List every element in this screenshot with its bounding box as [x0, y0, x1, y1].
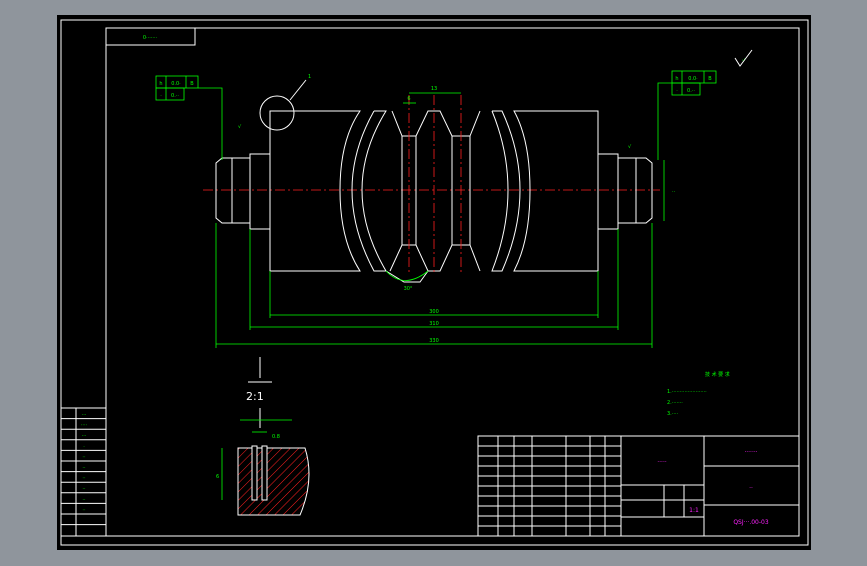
scale-value: 1:1 [689, 507, 699, 514]
svg-text:6: 6 [216, 474, 219, 480]
svg-text:·: · [676, 88, 678, 94]
code-text: 0······· [143, 35, 158, 41]
svg-text:0.0·: 0.0· [688, 76, 698, 82]
left-strip-cell: ··· [82, 433, 87, 439]
svg-text:6: 6 [407, 96, 410, 102]
svg-text:B: B [708, 76, 712, 82]
svg-text:300: 300 [429, 309, 439, 315]
svg-text:0.··: 0.·· [171, 93, 179, 99]
part-name: ····· [657, 459, 667, 466]
left-strip-table: ······················· [60, 407, 107, 537]
left-strip-cell: ··· [82, 412, 87, 418]
left-strip-cell: ·· [82, 476, 86, 482]
left-strip-cell: ·· [82, 465, 86, 471]
left-strip-cell: ·· [82, 454, 86, 460]
sheet-outer-border [60, 19, 809, 546]
svg-text:0.0·: 0.0· [171, 81, 181, 87]
groove-dimensions: 6 13 30° [385, 86, 461, 292]
left-strip-cell: ·· [82, 507, 86, 513]
code-box [105, 27, 196, 46]
groove-section [385, 110, 481, 283]
svg-text:13: 13 [431, 86, 437, 92]
svg-text:0.8: 0.8 [272, 434, 280, 440]
svg-text:·: · [160, 93, 162, 99]
svg-text:2:1: 2:1 [246, 390, 264, 403]
shaft-right-end [597, 153, 653, 230]
svg-text:1: 1 [308, 74, 311, 80]
svg-text:h: h [159, 81, 162, 87]
svg-text:330: 330 [429, 338, 439, 344]
svg-text:技 术 要 求: 技 术 要 求 [705, 371, 730, 378]
detail-view: 2:1 0.8 6 [216, 357, 310, 516]
svg-text:0.··: 0.·· [687, 88, 695, 94]
svg-text:30°: 30° [404, 286, 413, 292]
svg-text:B: B [190, 81, 194, 87]
svg-text:310: 310 [429, 321, 439, 327]
gdt-frame-left: h 0.0· B · 0.·· √ [155, 75, 242, 160]
left-strip-cell: ·· [82, 486, 86, 492]
svg-text:··: ·· [672, 189, 676, 195]
material: ·· [749, 485, 753, 492]
svg-text:2.·······: 2.······· [667, 400, 683, 406]
svg-text:3.····: 3.···· [667, 411, 679, 417]
gdt-frame-right: h 0.0· B · 0.·· √ √ [628, 49, 753, 160]
detail-circle [259, 95, 295, 131]
technical-requirements: 技 术 要 求 1.······················ 2.·····… [667, 371, 730, 417]
title-block-grid [61, 408, 621, 536]
left-strip-cell: · [83, 444, 85, 450]
school-name: ······· [744, 449, 757, 456]
left-strip-cell: ·· [82, 497, 86, 503]
svg-text:1.······················: 1.······················ [667, 389, 707, 395]
svg-text:√: √ [628, 144, 632, 150]
overall-dimensions: 300 310 330 [215, 223, 653, 348]
roller-body-right [491, 110, 599, 272]
svg-text:√: √ [238, 124, 242, 130]
left-strip-cell: ···· [81, 423, 88, 429]
drawing-number: QSJ···.00-03 [733, 519, 769, 526]
sheet-inner-border [105, 27, 800, 537]
svg-text:h: h [675, 76, 678, 82]
